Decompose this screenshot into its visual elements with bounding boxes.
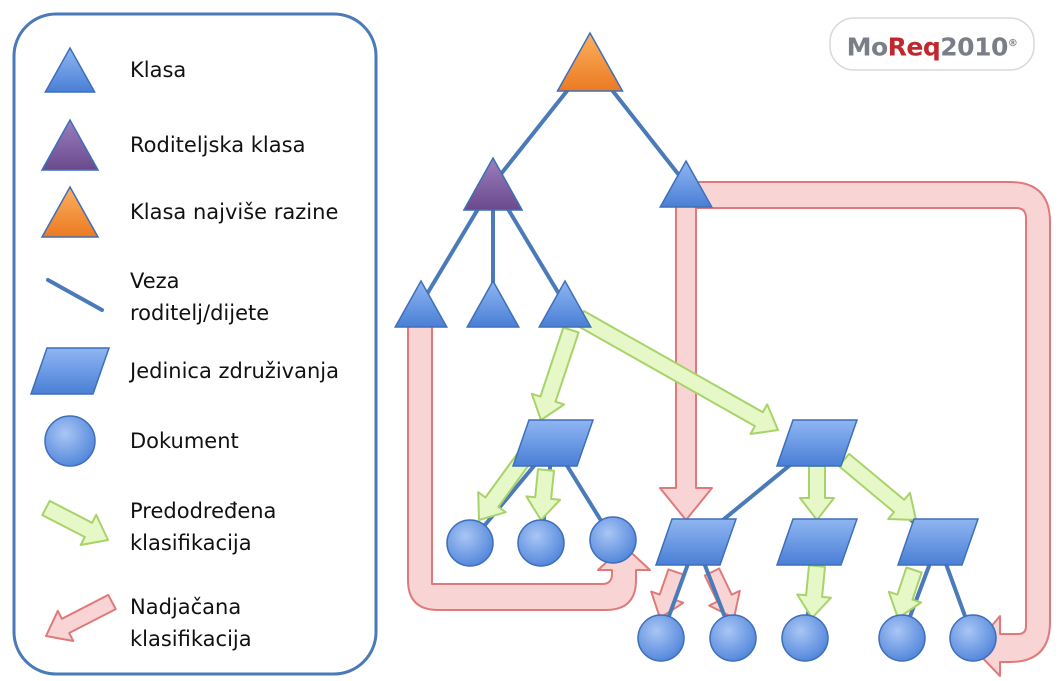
node-agg-5-aggregation-icon	[896, 518, 980, 566]
default-classification-arrow	[477, 452, 532, 521]
node-rec-2-record-icon	[517, 519, 565, 567]
node-rec-3-record-icon	[589, 516, 637, 564]
legend-aggregation-icon	[29, 347, 111, 395]
node-class-b-class-icon	[465, 279, 521, 328]
node-rec-1-record-icon	[446, 519, 494, 567]
legend-parent-class-icon	[40, 118, 100, 171]
node-class-right-class-icon	[658, 159, 714, 208]
default-classification-arrow	[530, 326, 580, 421]
override-classification-arrow	[407, 325, 651, 611]
legend-default-arrow-icon	[41, 499, 109, 546]
default-classification-arrow	[796, 564, 832, 619]
legend-panel	[12, 12, 378, 676]
legend-override-arrow-icon	[45, 593, 117, 642]
default-classification-arrow	[799, 465, 835, 521]
node-rec-6-record-icon	[781, 614, 829, 662]
node-parent-parent-class-icon	[462, 156, 524, 211]
node-rec-7-record-icon	[878, 614, 926, 662]
node-top-top-class-icon	[556, 31, 624, 92]
legend-record-icon	[44, 415, 96, 467]
default-classification-arrow	[837, 452, 917, 521]
node-class-a-class-icon	[393, 279, 449, 328]
node-rec-8-record-icon	[949, 614, 997, 662]
legend-top-class-icon	[40, 185, 100, 238]
override-classification-arrow	[659, 205, 713, 521]
legend-link-icon	[46, 278, 104, 312]
node-agg-3-aggregation-icon	[654, 518, 738, 566]
default-classification-arrow	[887, 566, 923, 619]
legend-class-icon	[44, 46, 96, 93]
node-agg-4-aggregation-icon	[775, 518, 859, 566]
node-agg-2-aggregation-icon	[775, 419, 859, 467]
override-classification-arrow	[703, 567, 741, 619]
node-agg-1-aggregation-icon	[511, 419, 595, 467]
override-classification-arrow	[695, 181, 1051, 677]
node-rec-5-record-icon	[709, 614, 757, 662]
default-classification-arrow	[525, 468, 562, 521]
node-rec-4-record-icon	[637, 614, 685, 662]
node-class-c-class-icon	[537, 279, 593, 328]
default-classification-arrow	[575, 310, 779, 435]
